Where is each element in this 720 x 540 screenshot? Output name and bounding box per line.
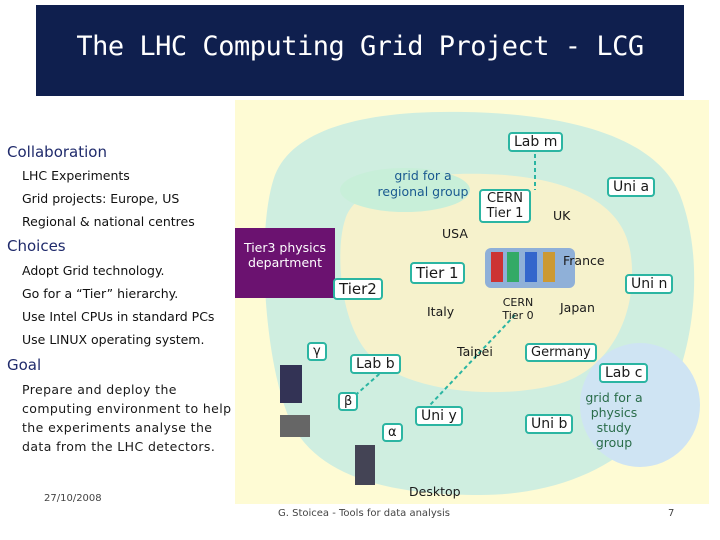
grid-physics-label: grid for a physics study group <box>585 390 643 450</box>
lab-c: Lab c <box>599 363 649 383</box>
title-bar: The LHC Computing Grid Project - LCG <box>36 5 684 96</box>
country-usa: USA <box>442 226 468 241</box>
lab-m: Lab m <box>508 132 564 152</box>
goal-text: Prepare and deploy the computing environ… <box>22 382 232 454</box>
country-japan: Japan <box>560 300 595 315</box>
choices-item: Adopt Grid technology. <box>22 263 165 278</box>
regional-blob <box>340 168 470 212</box>
cern-tier0: CERN Tier 0 <box>502 296 534 322</box>
tier3-label: Tier3 physics department <box>243 240 327 270</box>
choices-heading: Choices <box>7 237 66 255</box>
goal-heading: Goal <box>7 356 42 374</box>
diagram-shapes <box>235 111 700 496</box>
uni-a: Uni a <box>607 177 656 197</box>
page-title: The LHC Computing Grid Project - LCG <box>76 31 644 62</box>
country-uk: UK <box>553 208 571 223</box>
country-taipei: Taipei <box>457 344 493 359</box>
uni-y: Uni y <box>415 406 463 426</box>
collaboration-item: LHC Experiments <box>22 168 130 183</box>
grid-regional-label: grid for a regional group <box>377 168 469 199</box>
uni-n: Uni n <box>625 274 674 294</box>
tier3-box <box>235 228 335 298</box>
uni-b: Uni b <box>525 414 574 434</box>
desktop-icon <box>355 445 375 485</box>
tier2: Tier2 <box>333 278 383 300</box>
country-france: France <box>563 253 605 268</box>
lab-b: Lab b <box>350 354 401 374</box>
choices-item: Go for a “Tier” hierarchy. <box>22 286 179 301</box>
cern-tier1: CERN Tier 1 <box>479 189 531 223</box>
alpha-node: α <box>382 423 403 442</box>
collaboration-heading: Collaboration <box>7 143 107 161</box>
collaboration-item: Regional & national centres <box>22 214 195 229</box>
collaboration-item: Grid projects: Europe, US <box>22 191 180 206</box>
page-number: 7 <box>668 508 675 519</box>
tier1: Tier 1 <box>410 262 465 284</box>
desktop-label: Desktop <box>409 484 461 499</box>
choices-item: Use Intel CPUs in standard PCs <box>22 309 215 324</box>
gamma-node: γ <box>307 342 327 361</box>
computer-user-icon <box>280 365 302 403</box>
desk-user-icon <box>280 415 310 437</box>
country-italy: Italy <box>427 304 455 319</box>
country-germany: Germany <box>525 343 597 362</box>
choices-item: Use LINUX operating system. <box>22 332 205 347</box>
date: 27/10/2008 <box>44 493 102 504</box>
footer-text: G. Stoicea - Tools for data analysis <box>278 508 450 519</box>
lcg-diagram: Lab m grid for a regional group CERN Tie… <box>235 100 709 504</box>
beta-node: β <box>338 392 359 411</box>
